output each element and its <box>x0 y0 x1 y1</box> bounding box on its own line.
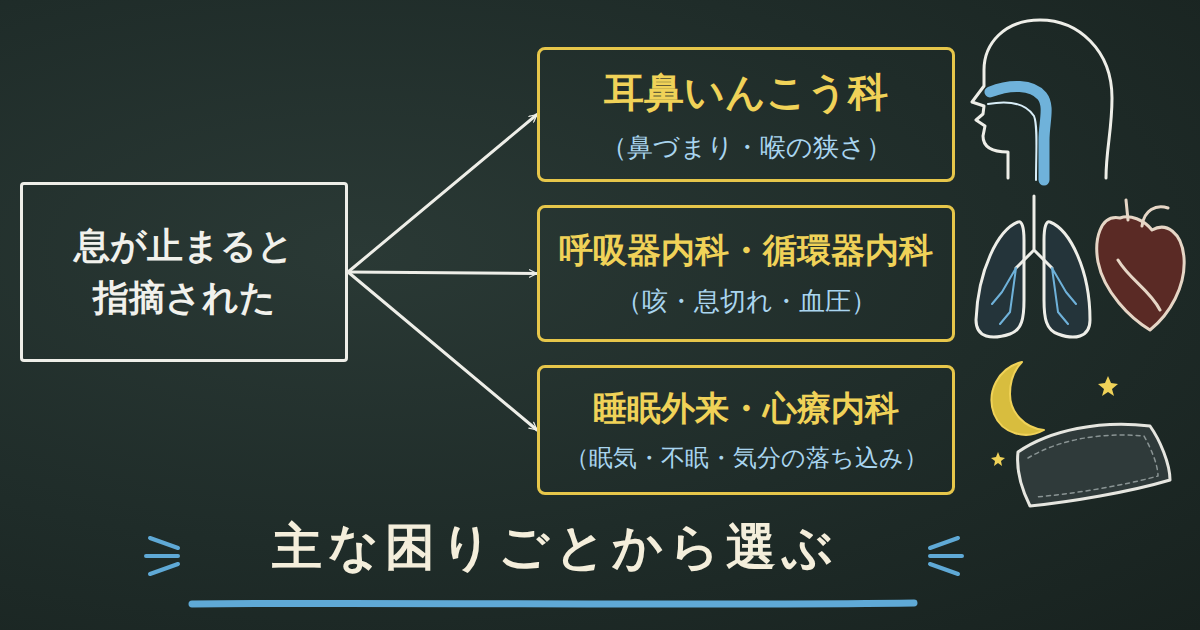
node-heading: 息が止まると 指摘された <box>49 220 319 324</box>
accent-ticks <box>146 538 178 574</box>
node-heading: 呼吸器内科・循環器内科 <box>559 226 933 275</box>
airway-edge <box>988 103 1037 181</box>
department-box: 呼吸器内科・循環器内科 （咳・息切れ・血圧） <box>537 205 955 342</box>
heart-shape <box>1097 217 1184 330</box>
heart-vessels <box>1118 200 1168 310</box>
node-detail: （眠気・不眠・気分の落ち込み） <box>565 441 928 476</box>
arrow-connector <box>348 115 537 273</box>
moon <box>992 362 1044 435</box>
lungs-illustration <box>976 196 1090 337</box>
arrow-connector <box>348 272 537 430</box>
sleep-illustration <box>991 362 1170 506</box>
pillow-stitch <box>1028 435 1158 497</box>
node-heading: 耳鼻いんこう科 <box>604 63 888 121</box>
problem-box: 息が止まると 指摘された <box>20 182 348 362</box>
head-illustration <box>972 20 1112 180</box>
pillow <box>1018 424 1170 506</box>
department-box: 睡眠外来・心療内科 （眠気・不眠・気分の落ち込み） <box>537 365 955 495</box>
arrow-connector <box>348 272 537 274</box>
node-detail: （鼻づまり・喉の狭さ） <box>601 129 892 167</box>
star <box>991 452 1005 466</box>
node-heading: 睡眠外来・心療内科 <box>593 384 899 433</box>
diagram-title: 主な困りごとから選ぶ <box>190 515 920 580</box>
heart-illustration <box>1097 200 1184 330</box>
left-lung <box>976 222 1024 337</box>
trachea <box>1016 196 1052 268</box>
department-box: 耳鼻いんこう科 （鼻づまり・喉の狭さ） <box>537 47 955 182</box>
airway <box>990 86 1046 180</box>
star <box>1098 376 1118 396</box>
title-underline <box>192 603 914 604</box>
accent-ticks <box>930 538 962 574</box>
node-detail: （咳・息切れ・血圧） <box>616 283 877 321</box>
bronchi <box>992 268 1076 324</box>
right-lung <box>1044 222 1090 337</box>
connector-layer <box>348 115 537 431</box>
